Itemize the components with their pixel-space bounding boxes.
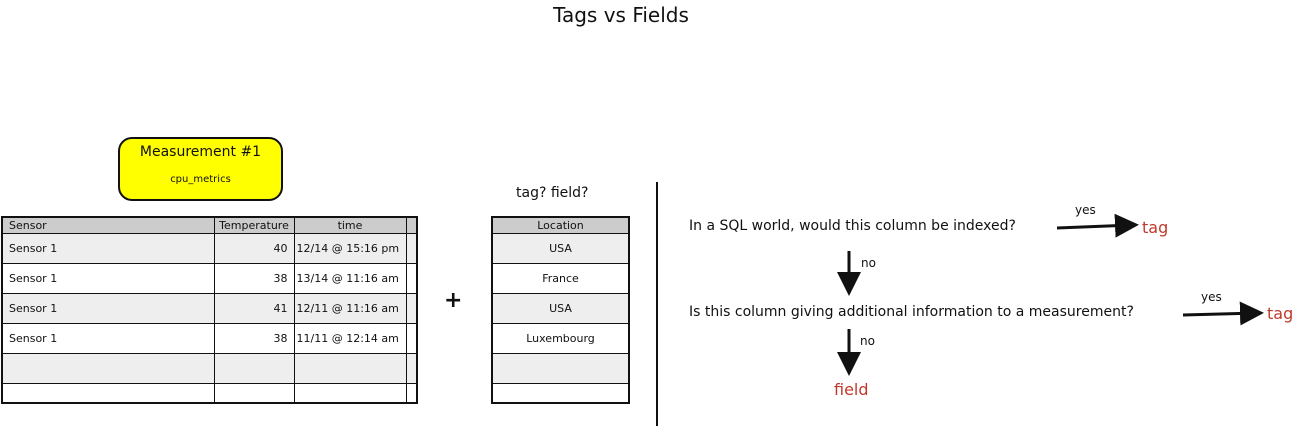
measurement-table: Sensor Temperature time Sensor 1 40 12/1… [1, 216, 418, 404]
cell-time: 13/14 @ 11:16 am [293, 262, 407, 294]
result-tag-1: tag [1142, 218, 1169, 237]
table-row: Luxembourg [491, 322, 630, 354]
table-row: USA [491, 292, 630, 324]
arrow-yes-2 [1182, 301, 1264, 326]
no-label-1: no [861, 256, 876, 270]
question-indexed: In a SQL world, would this column be ind… [689, 218, 1016, 234]
table-row-empty [491, 352, 630, 384]
table-row-empty [491, 382, 630, 404]
result-field: field [834, 380, 869, 399]
header-time: time [293, 216, 407, 234]
tag-field-question: tag? field? [516, 185, 589, 201]
cell-location: USA [491, 292, 630, 324]
divider-line [656, 182, 658, 426]
cell-location: France [491, 262, 630, 294]
measurement-badge: Measurement #1 cpu_metrics [118, 137, 283, 201]
location-table: Location USA France USA Luxembourg [491, 216, 630, 404]
cell-location: USA [491, 232, 630, 264]
yes-label-1: yes [1075, 203, 1096, 217]
page-title: Tags vs Fields [553, 3, 689, 27]
measurement-label: Measurement #1 [139, 144, 262, 160]
cell-location: Luxembourg [491, 322, 630, 354]
cell-time: 11/11 @ 12:14 am [293, 322, 407, 354]
header-temperature: Temperature [213, 216, 295, 234]
cell-time: 12/11 @ 11:16 am [293, 292, 407, 324]
no-label-2: no [860, 334, 875, 348]
table-row: Sensor 1 38 11/11 @ 12:14 am [1, 322, 418, 354]
table-row: France [491, 262, 630, 294]
cell-sensor: Sensor 1 [1, 232, 215, 264]
cell-temperature: 41 [213, 292, 295, 324]
table-row: Sensor 1 41 12/11 @ 11:16 am [1, 292, 418, 324]
cell-temperature: 40 [213, 232, 295, 264]
yes-label-2: yes [1201, 290, 1222, 304]
cell-spacer [405, 292, 418, 324]
cell-time: 12/14 @ 15:16 pm [293, 232, 407, 264]
header-sensor: Sensor [1, 216, 215, 234]
table-row-empty [1, 352, 418, 384]
arrow-yes-1 [1056, 213, 1139, 238]
result-tag-2: tag [1267, 304, 1294, 323]
question-additional-info: Is this column giving additional informa… [689, 304, 1134, 320]
table-row-empty [1, 382, 418, 404]
cell-sensor: Sensor 1 [1, 322, 215, 354]
table-row: Sensor 1 40 12/14 @ 15:16 pm [1, 232, 418, 264]
measurement-name: cpu_metrics [170, 174, 231, 185]
plus-sign: + [444, 288, 463, 313]
table-row: USA [491, 232, 630, 264]
cell-sensor: Sensor 1 [1, 292, 215, 324]
